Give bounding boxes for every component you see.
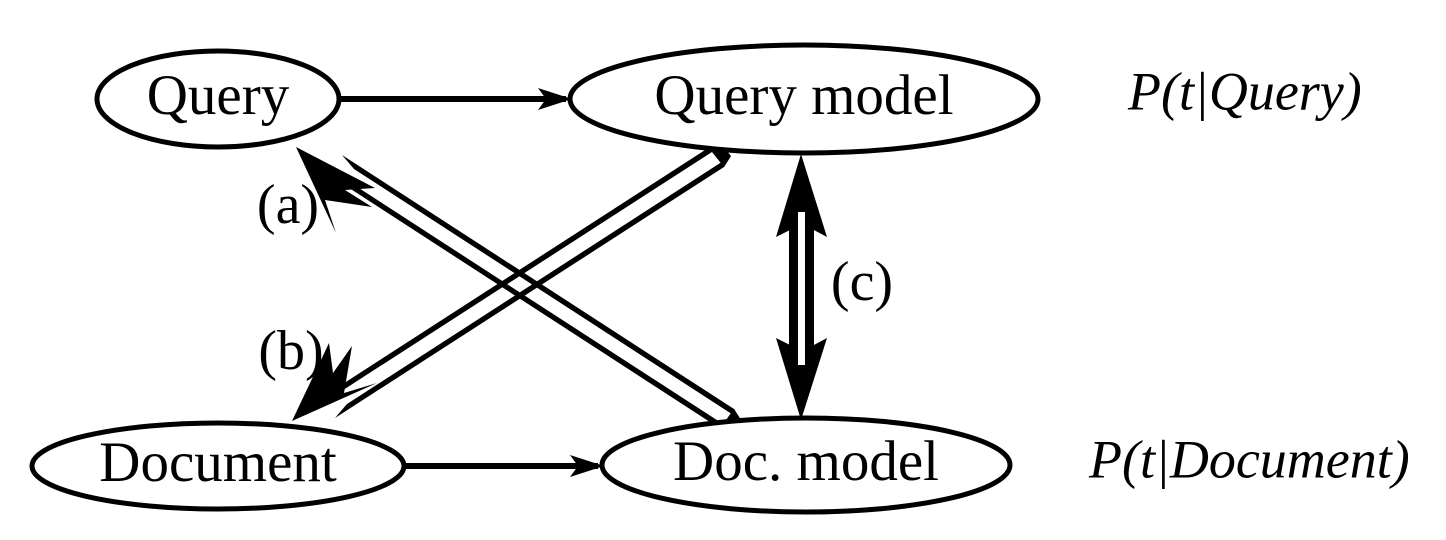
hollow-shaft-bar-left: [789, 212, 798, 365]
thick-edge-b: [292, 141, 731, 421]
node-document[interactable]: Document: [29, 420, 407, 512]
node-query[interactable]: Query: [94, 48, 342, 150]
arrowhead-icon: [296, 147, 375, 233]
node-query-model[interactable]: Query model: [567, 42, 1041, 156]
node-document-label: Document: [99, 431, 337, 494]
edge-tag-c: (c): [831, 251, 893, 313]
thin-edge-query-to-query-model: [340, 88, 572, 110]
arrowhead-icon-up: [776, 154, 827, 237]
arrowhead-icon: [292, 343, 377, 421]
node-query-label: Query: [147, 64, 290, 127]
annotation-prob-document: P(t|Document): [1088, 429, 1410, 489]
thin-edge-document-to-doc-model: [405, 455, 604, 477]
hollow-shaft-bar-lower: [335, 156, 731, 418]
hollow-shaft-bar-upper: [342, 155, 741, 420]
node-query-shape[interactable]: [94, 48, 342, 150]
node-doc-model-label: Doc. model: [673, 430, 939, 493]
hollow-shaft-bar-upper: [323, 141, 719, 403]
hollow-shaft-bar-lower: [331, 170, 730, 435]
edge-tag-b: (b): [258, 320, 323, 382]
node-query-model-label: Query model: [654, 64, 953, 127]
node-doc-model[interactable]: Doc. model: [599, 415, 1013, 515]
node-query-model-shape[interactable]: [567, 42, 1041, 156]
edge-tag-a: (a): [257, 174, 319, 236]
arrowhead-icon: [570, 455, 604, 477]
hollow-shaft-bar-right: [805, 212, 814, 365]
thick-edge-a: [296, 147, 741, 435]
annotation-prob-query: P(t|Query): [1127, 61, 1362, 121]
node-document-shape[interactable]: [29, 420, 407, 512]
arrowhead-icon: [538, 88, 572, 110]
node-doc-model-shape[interactable]: [599, 415, 1013, 515]
arrowhead-icon-down: [776, 338, 827, 420]
thick-edge-c: [776, 154, 827, 420]
